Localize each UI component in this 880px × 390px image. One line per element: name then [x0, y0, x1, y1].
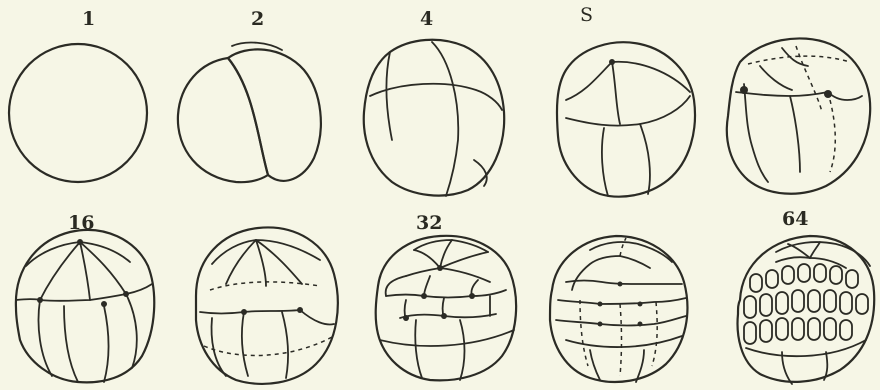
embryo-32-cell-dashed	[550, 236, 687, 382]
embryo-32-cell	[376, 236, 516, 381]
embryo-2-cell	[178, 43, 321, 183]
embryo-8-cell-dashed	[727, 38, 870, 193]
embryo-16-cell	[16, 230, 154, 382]
embryo-8-cell	[557, 42, 695, 196]
embryo-16-cell-dashed	[196, 227, 338, 383]
embryo-4-cell	[364, 40, 504, 196]
embryo-64-cell	[738, 236, 875, 384]
embryo-1-cell	[9, 44, 147, 182]
